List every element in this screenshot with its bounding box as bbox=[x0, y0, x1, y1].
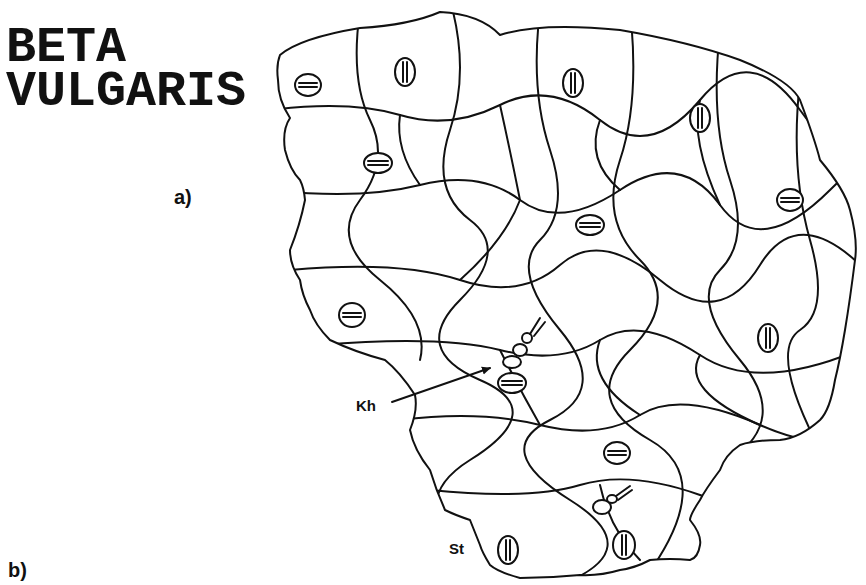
trichome bbox=[503, 318, 545, 368]
leaf-outline bbox=[277, 12, 855, 578]
stomata bbox=[295, 58, 803, 564]
panel-letter: a) bbox=[174, 186, 192, 209]
part-label: Kh bbox=[356, 397, 376, 414]
cell-walls bbox=[270, 0, 866, 585]
species-title: BETA VULGARIS bbox=[6, 26, 268, 114]
leader-line bbox=[392, 368, 490, 402]
part-label: St bbox=[449, 540, 464, 557]
trichome bbox=[593, 486, 632, 514]
panel-letter: b) bbox=[8, 559, 27, 582]
